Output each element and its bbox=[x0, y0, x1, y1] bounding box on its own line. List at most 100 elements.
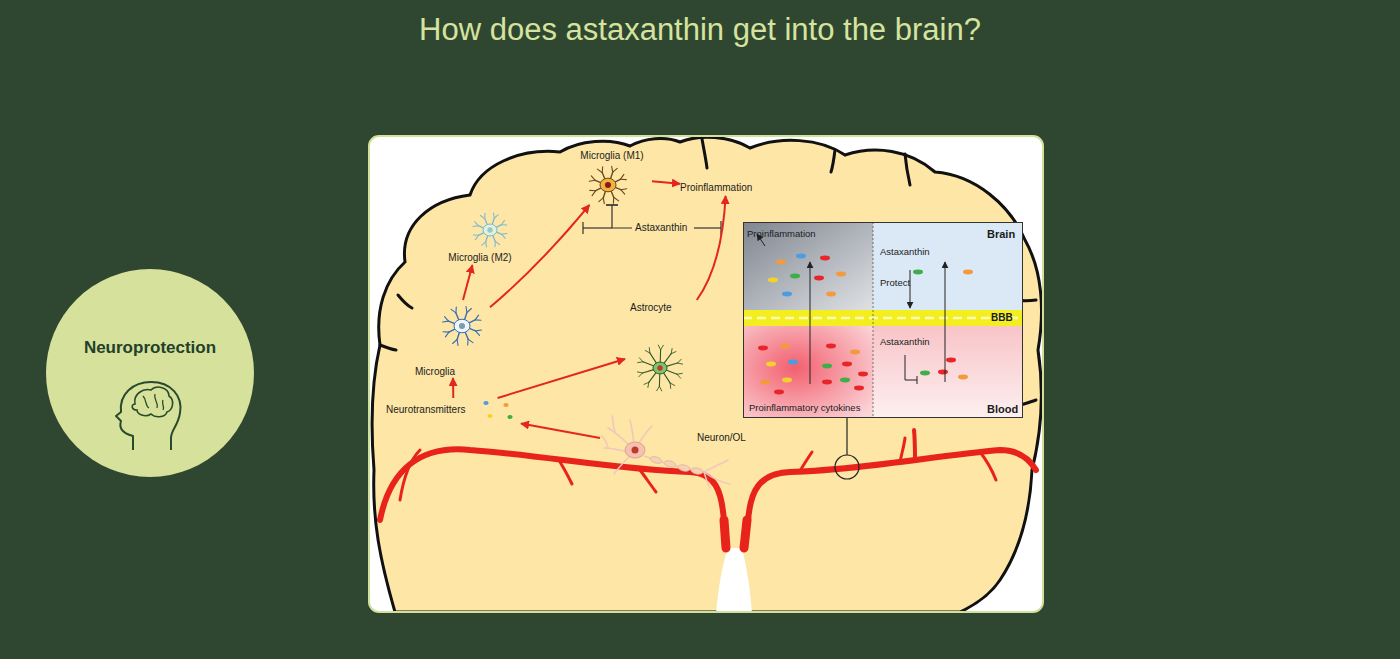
microglia-cell-circle bbox=[459, 323, 465, 329]
astrocyte-cell-line bbox=[639, 373, 643, 377]
astrocyte-cell-line bbox=[659, 386, 661, 391]
bbb-inset-ellipse bbox=[858, 372, 868, 377]
neuron-cell-art bbox=[600, 410, 735, 490]
microglia-m1-cell-line bbox=[590, 190, 596, 191]
bbb-inset-line bbox=[945, 262, 946, 382]
astrocyte-cell-line bbox=[659, 373, 660, 386]
astrocyte-cell-line bbox=[665, 370, 677, 375]
astrocyte-cell-line bbox=[658, 345, 660, 350]
microglia-m2-cell-line bbox=[476, 235, 479, 239]
bbb-inset-rect bbox=[744, 223, 1023, 418]
bbb-inset-ellipse bbox=[814, 276, 824, 281]
microglia-m1-cell-line bbox=[621, 189, 627, 190]
neuron-cell-ellipse bbox=[691, 467, 704, 475]
node-label: Microglia (M2) bbox=[440, 252, 520, 264]
bbb-inset-ellipse bbox=[774, 390, 784, 395]
microglia-m2-cell-circle bbox=[487, 227, 492, 232]
bbb-inset-line bbox=[917, 376, 918, 384]
art-path bbox=[980, 452, 996, 480]
microglia-cell-line bbox=[468, 339, 473, 343]
astrocyte-cell-line bbox=[663, 372, 670, 383]
neuron-cell-path bbox=[630, 420, 634, 444]
bbb-inset-ellipse bbox=[766, 362, 776, 367]
bbb-inset-ellipse bbox=[842, 362, 852, 367]
microglia-cell-line bbox=[445, 332, 449, 337]
neuron-cell-path bbox=[602, 436, 608, 448]
microglia-m2-cell-line bbox=[502, 234, 506, 238]
signal-arrow bbox=[452, 378, 454, 398]
bbb-inset-ellipse bbox=[958, 375, 968, 380]
signal-arrow bbox=[521, 424, 600, 438]
neurotransmitter-group-ellipse bbox=[503, 403, 508, 407]
microglia-m1-cell-line bbox=[603, 198, 604, 204]
bbb-inset-ellipse bbox=[850, 350, 860, 355]
node-label: BBB bbox=[991, 312, 1013, 324]
node-label: Proinflammation bbox=[747, 228, 816, 239]
microglia-m1-cell-line bbox=[597, 169, 602, 173]
astrocyte-cell-line bbox=[670, 383, 672, 388]
bbb-inset-ellipse bbox=[758, 346, 768, 351]
category-circle-path bbox=[143, 394, 164, 410]
art-path bbox=[900, 438, 905, 462]
neuron-cell-path bbox=[608, 428, 630, 446]
callout-leader bbox=[846, 418, 847, 455]
bbb-inset-ellipse bbox=[854, 386, 864, 391]
astrocyte-cell-line bbox=[678, 359, 682, 363]
astrocyte-cell-line bbox=[643, 369, 655, 373]
microglia-cell-line bbox=[475, 315, 479, 320]
node-label: Astaxanthin bbox=[880, 246, 930, 257]
bbb-inset-line bbox=[743, 317, 1023, 320]
microglia-cell-line bbox=[467, 339, 469, 345]
art-path bbox=[640, 470, 656, 492]
inhibition-lines bbox=[583, 221, 721, 235]
bbb-inset-ellipse bbox=[820, 256, 830, 261]
signal-arrow bbox=[697, 196, 726, 300]
art-line bbox=[694, 227, 721, 228]
art-line bbox=[582, 222, 583, 234]
bbb-inset-path bbox=[905, 355, 917, 380]
neuron-cell-ellipse bbox=[678, 464, 691, 472]
category-circle: Neuroprotection bbox=[45, 268, 255, 478]
art-path bbox=[831, 150, 835, 172]
bbb-inset-ellipse bbox=[913, 270, 923, 275]
microglia-m2-cell-line bbox=[482, 242, 486, 246]
microglia-m2-cell-line bbox=[480, 216, 484, 219]
microglia-m1-cell-line bbox=[599, 198, 604, 202]
outcome-label: Proinflammation bbox=[680, 180, 772, 196]
bbb-inset-ellipse bbox=[920, 371, 930, 376]
bbb-inset-rect bbox=[743, 310, 1023, 326]
category-circle-path bbox=[132, 387, 172, 417]
microglia-m1-cell-line bbox=[613, 197, 614, 203]
bbb-inset-ellipse bbox=[790, 274, 800, 279]
brain-group bbox=[372, 137, 1042, 611]
microglia-cell-line bbox=[455, 307, 457, 313]
microglia-m1-cell-line bbox=[614, 197, 619, 201]
astrocyte-cell-circle bbox=[657, 365, 662, 370]
category-circle-path bbox=[116, 382, 180, 450]
neurotransmitter-group-ellipse bbox=[483, 401, 488, 405]
art-path bbox=[380, 345, 396, 350]
neuron-cell-ellipse bbox=[649, 455, 662, 464]
art-path bbox=[560, 462, 572, 484]
neuron-cell-circle bbox=[632, 447, 639, 454]
bbb-inset-rect bbox=[743, 326, 873, 418]
astrocyte-cell-line bbox=[649, 372, 657, 382]
astrocyte-cell-line bbox=[660, 350, 661, 363]
compound-label: Astaxanthin bbox=[632, 220, 694, 236]
astrocyte-cell-line bbox=[643, 362, 655, 367]
microglia-m2-cell-line bbox=[495, 241, 499, 244]
microglia-cell-line bbox=[443, 331, 449, 333]
astrocyte-cell-line bbox=[650, 353, 657, 364]
microglia-m2-cell-ellipse bbox=[483, 224, 497, 236]
node-label: Astaxanthin bbox=[880, 336, 930, 347]
art-path bbox=[905, 154, 910, 185]
microglia-m1-cell-line bbox=[592, 191, 596, 196]
node-label: Microglia bbox=[415, 366, 455, 378]
bbb-inset-ellipse bbox=[826, 292, 836, 297]
astrocyte-cell-line bbox=[637, 372, 642, 373]
art-path bbox=[748, 450, 1036, 522]
neuron-cell-g bbox=[649, 455, 703, 475]
microglia-m2-cell-g bbox=[473, 213, 507, 247]
microglia-cell: Microglia bbox=[415, 300, 490, 378]
